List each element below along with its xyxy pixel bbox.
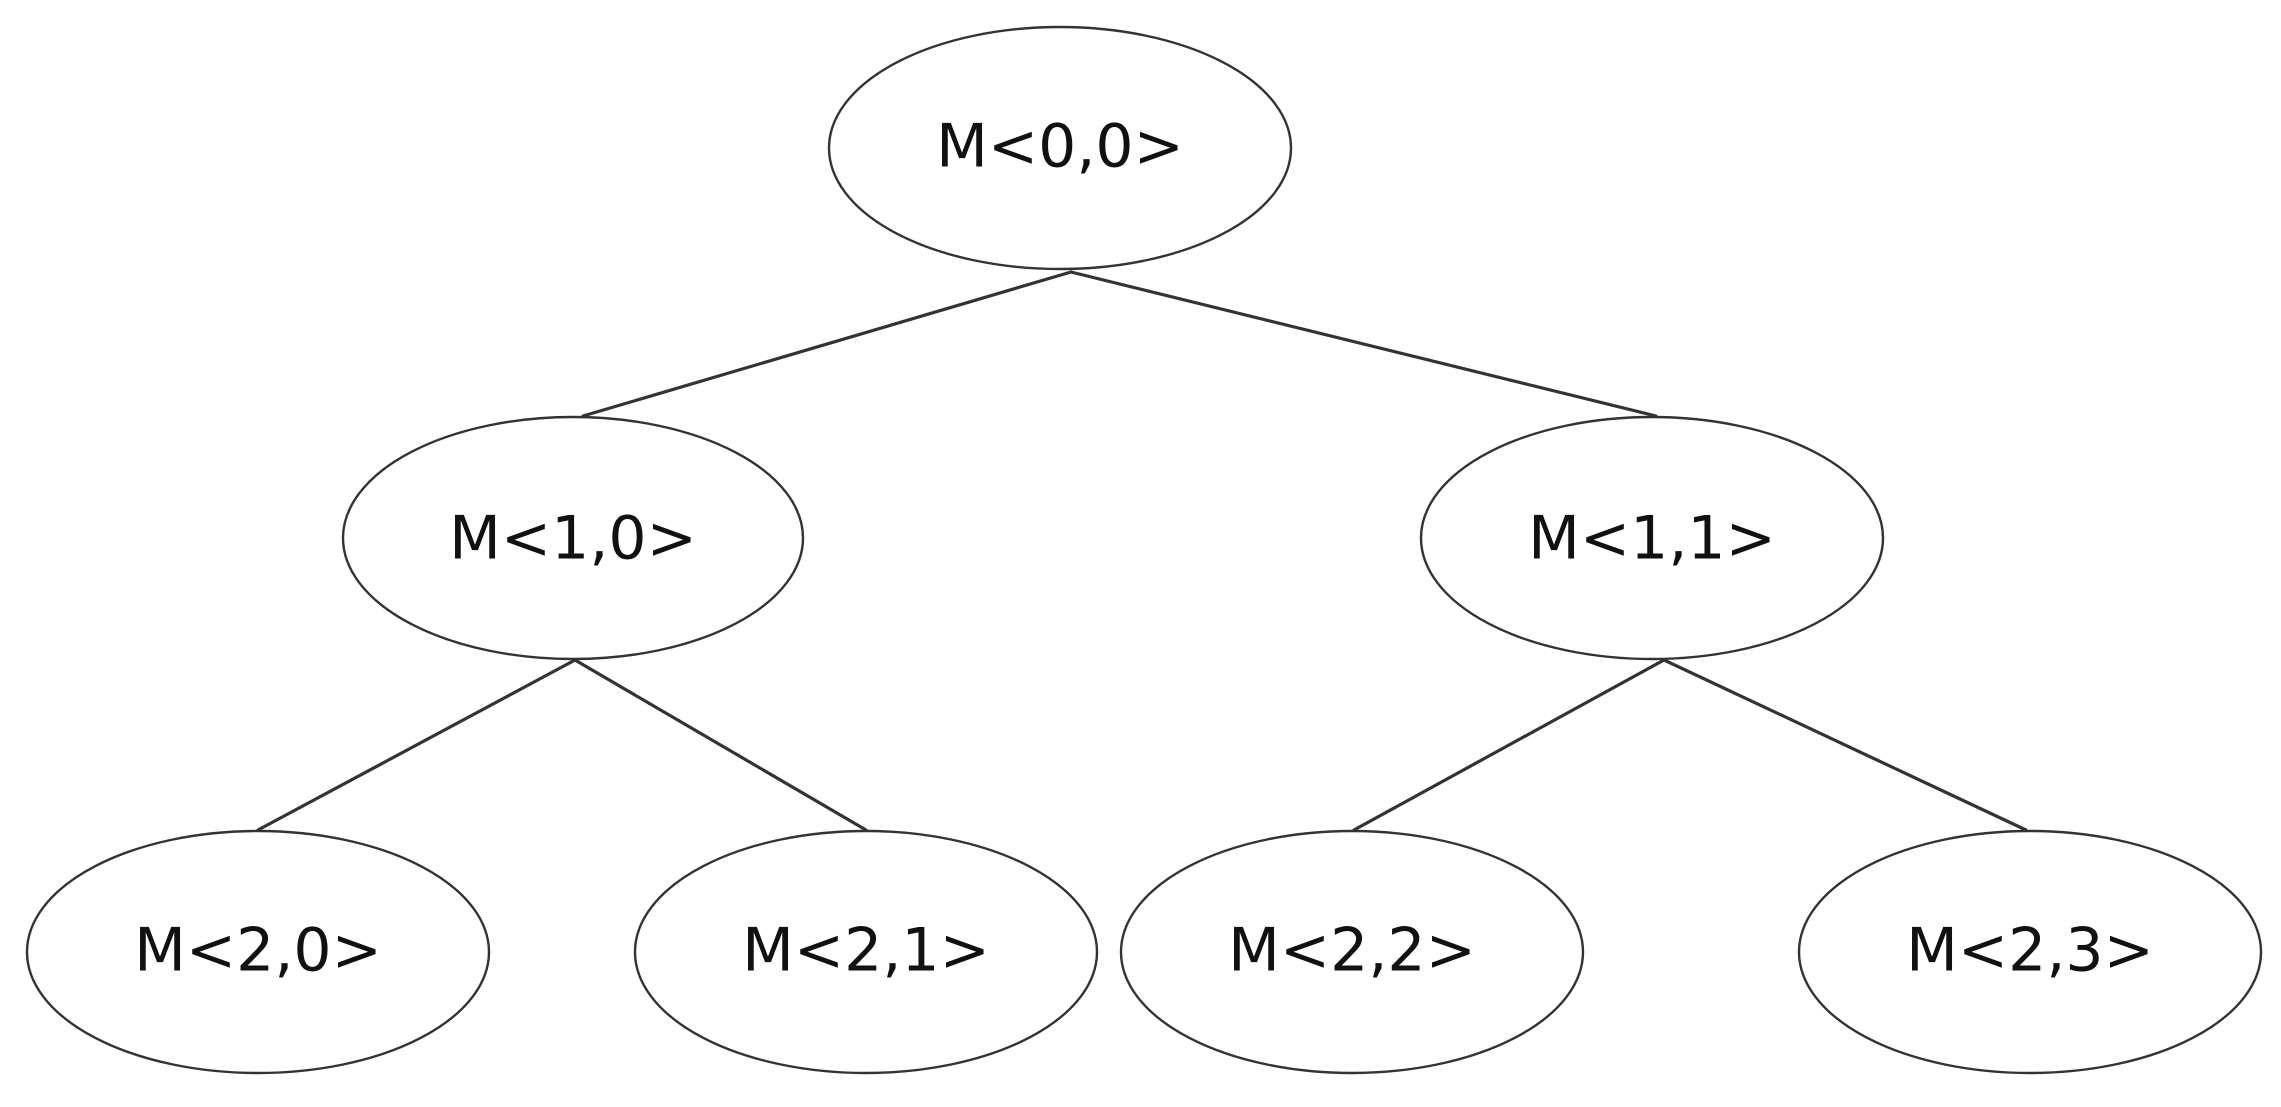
node-label: M<0,0>	[936, 112, 1184, 182]
tree-node-m-2-2: M<2,2>	[1119, 829, 1585, 1075]
node-ellipse	[1119, 829, 1585, 1075]
node-label: M<2,1>	[742, 916, 990, 986]
edge-n10-n21	[573, 658, 868, 832]
node-ellipse	[25, 829, 491, 1075]
tree-node-m-2-0: M<2,0>	[25, 829, 491, 1075]
node-label: M<2,3>	[1906, 916, 2154, 986]
edge-n00-n10	[581, 270, 1073, 418]
node-ellipse	[1419, 415, 1885, 661]
edge-n11-n22	[1352, 658, 1666, 832]
node-ellipse	[341, 415, 805, 661]
tree-node-m-2-1: M<2,1>	[633, 829, 1099, 1075]
node-ellipse	[827, 25, 1293, 271]
node-ellipse	[1797, 829, 2263, 1075]
edge-n00-n11	[1069, 270, 1658, 418]
node-ellipse	[633, 829, 1099, 1075]
node-label: M<1,0>	[449, 504, 697, 574]
edge-n10-n20	[256, 658, 577, 832]
node-label: M<2,2>	[1228, 916, 1476, 986]
tree-node-m-1-1: M<1,1>	[1419, 415, 1885, 661]
tree-node-m-2-3: M<2,3>	[1797, 829, 2263, 1075]
edge-n11-n23	[1662, 658, 2028, 832]
tree-node-m-0-0: M<0,0>	[827, 25, 1293, 271]
node-label: M<1,1>	[1528, 504, 1776, 574]
edges-layer	[256, 270, 2028, 832]
nodes-layer: M<0,0> M<1,0> M<1,1> M<2,0> M<2,1> M<2,2…	[25, 25, 2263, 1075]
node-label: M<2,0>	[134, 916, 382, 986]
tree-node-m-1-0: M<1,0>	[341, 415, 805, 661]
